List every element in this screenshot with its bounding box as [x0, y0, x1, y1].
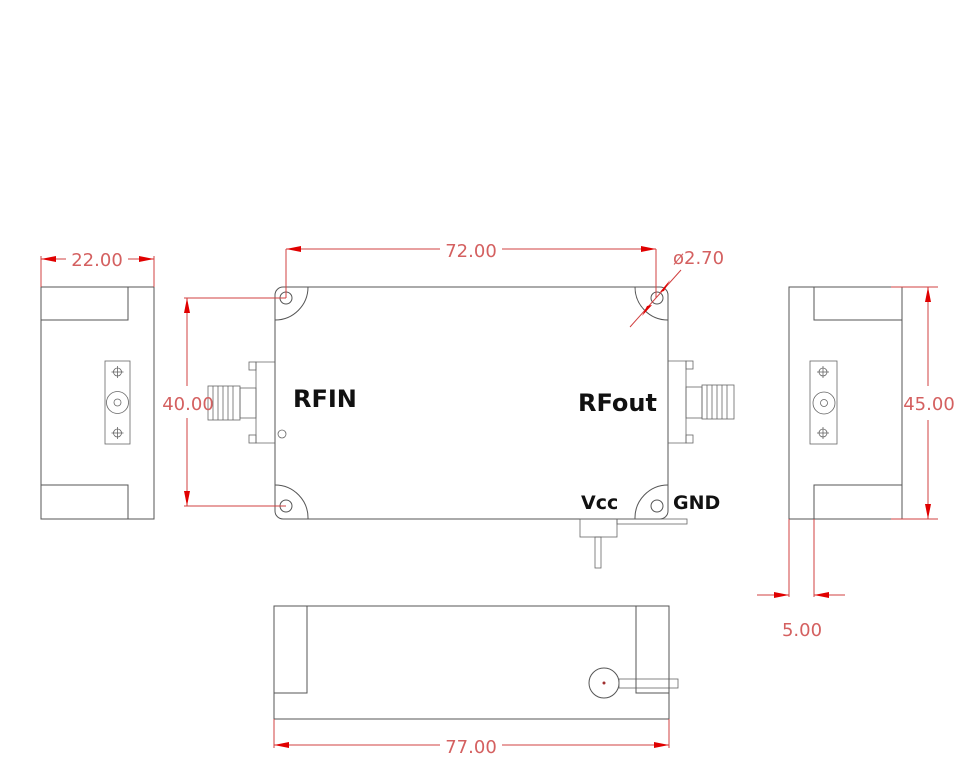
dim-text-height: 45.00 [903, 394, 955, 415]
connector-outer-circle [812, 391, 836, 415]
dimension-hole-spacing-y: 40.00 [162, 297, 286, 507]
dimension-hole-spacing-x: 72.00 [285, 241, 657, 298]
dim-text-hole-diameter: ø2.70 [673, 248, 724, 269]
screw-icon [817, 427, 829, 439]
connector-inner-circle [820, 399, 828, 407]
front-view-left-flange [274, 606, 308, 694]
dimension-hole-diameter: ø2.70 [629, 248, 724, 328]
front-view-power-pin [588, 667, 679, 699]
left-view-bottom-flange [41, 484, 129, 519]
mounting-hole-top-left [274, 286, 309, 321]
front-view-right-flange [635, 606, 669, 694]
left-view-body [40, 286, 155, 520]
right-view-bottom-flange [813, 484, 902, 519]
right-view-body [788, 286, 903, 520]
label-rf-in: RFIN [293, 385, 357, 413]
dim-text-flange-width: 5.00 [782, 620, 822, 641]
arrow-icon [660, 280, 670, 292]
power-pins [579, 518, 688, 569]
arrow-icon [642, 305, 652, 316]
arrow-icon [654, 742, 669, 748]
arrow-icon [774, 592, 789, 598]
arrow-icon [286, 246, 301, 252]
sma-connector-out [668, 360, 735, 444]
sma-connector-in [207, 361, 287, 444]
connector-plate [809, 360, 838, 445]
mounting-hole-bottom-right [634, 484, 669, 520]
top-view: RFIN RFout Vcc GND 72.00 ø2.70 [162, 241, 735, 569]
dimension-flange-width: 5.00 [757, 519, 845, 641]
left-view-connector-plate [104, 360, 131, 445]
dim-text-side-width: 22.00 [71, 250, 123, 271]
indicator-hole [277, 429, 287, 439]
arrow-icon [184, 298, 190, 313]
left-side-view: 22.00 [40, 250, 155, 520]
right-side-view: 45.00 5.00 [757, 286, 955, 641]
dim-text-hole-spacing-x: 72.00 [445, 241, 497, 262]
vcc-feedthrough [579, 518, 618, 538]
front-view: 77.00 [273, 605, 679, 758]
arrow-icon [641, 246, 656, 252]
arrow-icon [184, 491, 190, 506]
screw-icon [111, 366, 124, 378]
connector-outer-circle [106, 391, 129, 414]
mounting-hole-bottom-left [274, 484, 309, 520]
arrow-icon [139, 256, 154, 262]
dim-text-hole-spacing-y: 40.00 [162, 394, 214, 415]
screw-icon [817, 366, 829, 378]
arrow-icon [41, 256, 56, 262]
right-view-connector-plate [809, 360, 838, 445]
arrow-icon [925, 504, 931, 519]
label-vcc: Vcc [581, 492, 618, 514]
top-view-body [274, 286, 669, 520]
screw-icon [111, 427, 124, 439]
label-rf-out: RFout [578, 389, 657, 417]
front-view-body [273, 605, 670, 720]
dim-text-total-length: 77.00 [445, 737, 497, 758]
left-view-top-flange [41, 287, 129, 321]
feedthrough-center [602, 681, 606, 685]
hole-icon [650, 291, 664, 305]
dimension-total-length: 77.00 [273, 719, 670, 758]
hole-icon [650, 499, 664, 513]
arrow-icon [814, 592, 829, 598]
right-view-top-flange [813, 287, 902, 321]
arrow-icon [925, 287, 931, 302]
gnd-tab [616, 518, 688, 525]
vcc-pin [594, 536, 602, 569]
connector-inner-circle [113, 398, 122, 407]
connector-plate [104, 360, 131, 445]
dimension-height: 45.00 [891, 286, 955, 520]
gnd-tab-front [618, 678, 679, 689]
label-gnd: GND [673, 492, 720, 514]
dimension-side-width: 22.00 [40, 250, 155, 287]
arrow-icon [274, 742, 289, 748]
